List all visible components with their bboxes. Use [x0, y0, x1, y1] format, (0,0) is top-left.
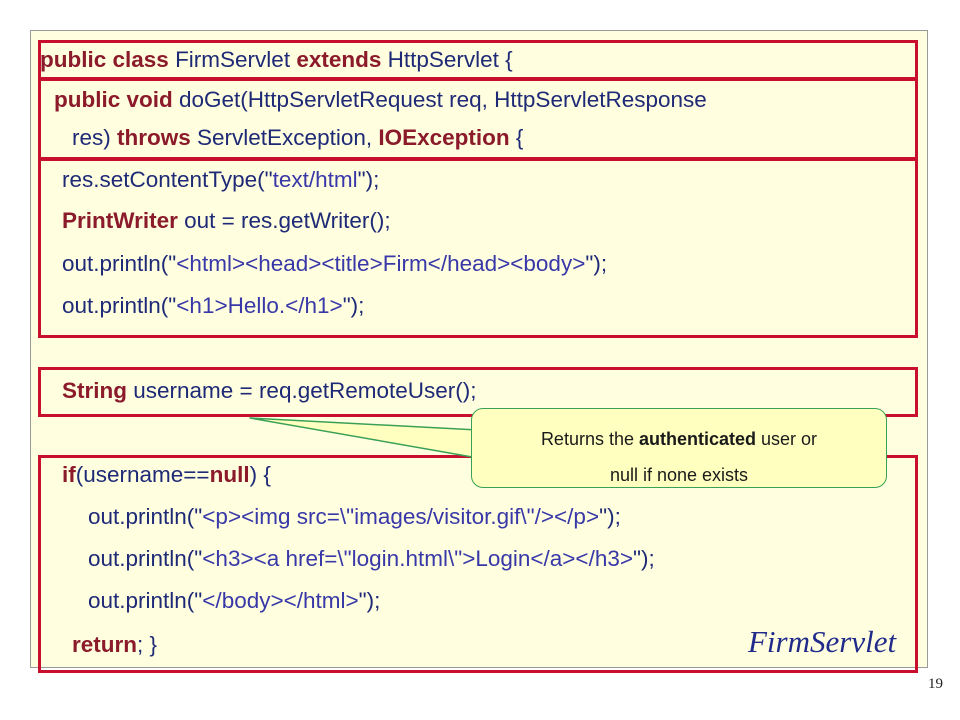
- code-token: throws: [117, 125, 198, 150]
- code-token: ) {: [249, 462, 271, 487]
- code-line-get-remote-user: String username = req.getRemoteUser();: [62, 378, 477, 403]
- slide-frame: [30, 30, 928, 668]
- code-token: <h1>Hello.</h1>: [176, 293, 343, 318]
- code-token: public class: [40, 47, 176, 72]
- code-token: {: [509, 125, 524, 150]
- code-token: if: [62, 462, 76, 487]
- code-token: doGet(HttpServletRequest req, HttpServle…: [179, 87, 707, 112]
- code-line-println-visitor-image: out.println("<p><img src=\"images/visito…: [88, 504, 621, 529]
- code-line-println-close-tags: out.println("</body></html>");: [88, 588, 381, 613]
- code-token: text/html: [272, 167, 358, 192]
- code-token: ");: [342, 293, 365, 318]
- callout-seam-cover: [472, 431, 480, 457]
- code-line-get-writer: PrintWriter out = res.getWriter();: [62, 208, 391, 233]
- code-token: ");: [585, 251, 608, 276]
- code-token: out.println(": [88, 546, 203, 571]
- code-token: FirmServlet: [175, 47, 297, 72]
- code-line-println-head: out.println("<html><head><title>Firm</he…: [62, 251, 608, 276]
- code-token: out.println(": [88, 504, 203, 529]
- code-token: res): [72, 125, 117, 150]
- code-line-method-signature: public void doGet(HttpServletRequest req…: [54, 87, 707, 112]
- code-token: <p><img src=\"images/visitor.gif\"/></p>: [202, 504, 600, 529]
- code-token: ");: [632, 546, 655, 571]
- page-number: 19: [928, 676, 943, 692]
- code-token: HttpServlet {: [387, 47, 513, 72]
- code-line-class-declaration: public class FirmServlet extends HttpSer…: [40, 47, 513, 72]
- code-token: IOException: [378, 125, 510, 150]
- code-token: ServletException,: [197, 125, 379, 150]
- code-token: ");: [599, 504, 621, 529]
- code-line-return: return; }: [72, 632, 158, 657]
- code-token: <html><head><title>Firm</head><body>: [176, 251, 586, 276]
- code-line-set-content-type: res.setContentType("text/html");: [62, 167, 380, 192]
- code-line-if-null: if(username==null) {: [62, 462, 271, 487]
- callout-text-bold: authenticated: [639, 429, 757, 449]
- code-token: out.println(": [88, 588, 203, 613]
- callout-text-line-2: null if none exists: [609, 465, 749, 485]
- code-token: out = res.getWriter();: [184, 208, 391, 233]
- code-token: ; }: [137, 632, 158, 657]
- code-token: </body></html>: [202, 588, 359, 613]
- code-line-throws-clause: res) throws ServletException, IOExceptio…: [72, 125, 524, 150]
- code-token: extends: [296, 47, 388, 72]
- code-token: ");: [358, 588, 381, 613]
- code-line-println-login-link: out.println("<h3><a href=\"login.html\">…: [88, 546, 655, 571]
- code-token: String: [62, 378, 134, 403]
- response-setup-box: [38, 158, 918, 338]
- code-token: public void: [54, 87, 180, 112]
- code-token: out.println(": [62, 251, 177, 276]
- code-token: res.setContentType(": [62, 167, 273, 192]
- callout-text-line-1: Returns the authenticated user or: [472, 429, 886, 450]
- callout-text-prefix: Returns the: [540, 429, 639, 449]
- code-token: <h3><a href=\"login.html\">Login</a></h3…: [202, 546, 633, 571]
- code-token: ");: [357, 167, 380, 192]
- callout-text-suffix: user or: [756, 429, 818, 449]
- code-token: null: [209, 462, 250, 487]
- code-token: return: [72, 632, 138, 657]
- code-token: PrintWriter: [62, 208, 185, 233]
- code-token: username = req.getRemoteUser();: [133, 378, 477, 403]
- code-line-println-hello: out.println("<h1>Hello.</h1>");: [62, 293, 365, 318]
- callout-bubble: Returns the authenticated user or null i…: [471, 408, 887, 488]
- slide-caption: FirmServlet: [748, 624, 897, 659]
- code-token: (username==: [75, 462, 210, 487]
- code-token: out.println(": [62, 293, 177, 318]
